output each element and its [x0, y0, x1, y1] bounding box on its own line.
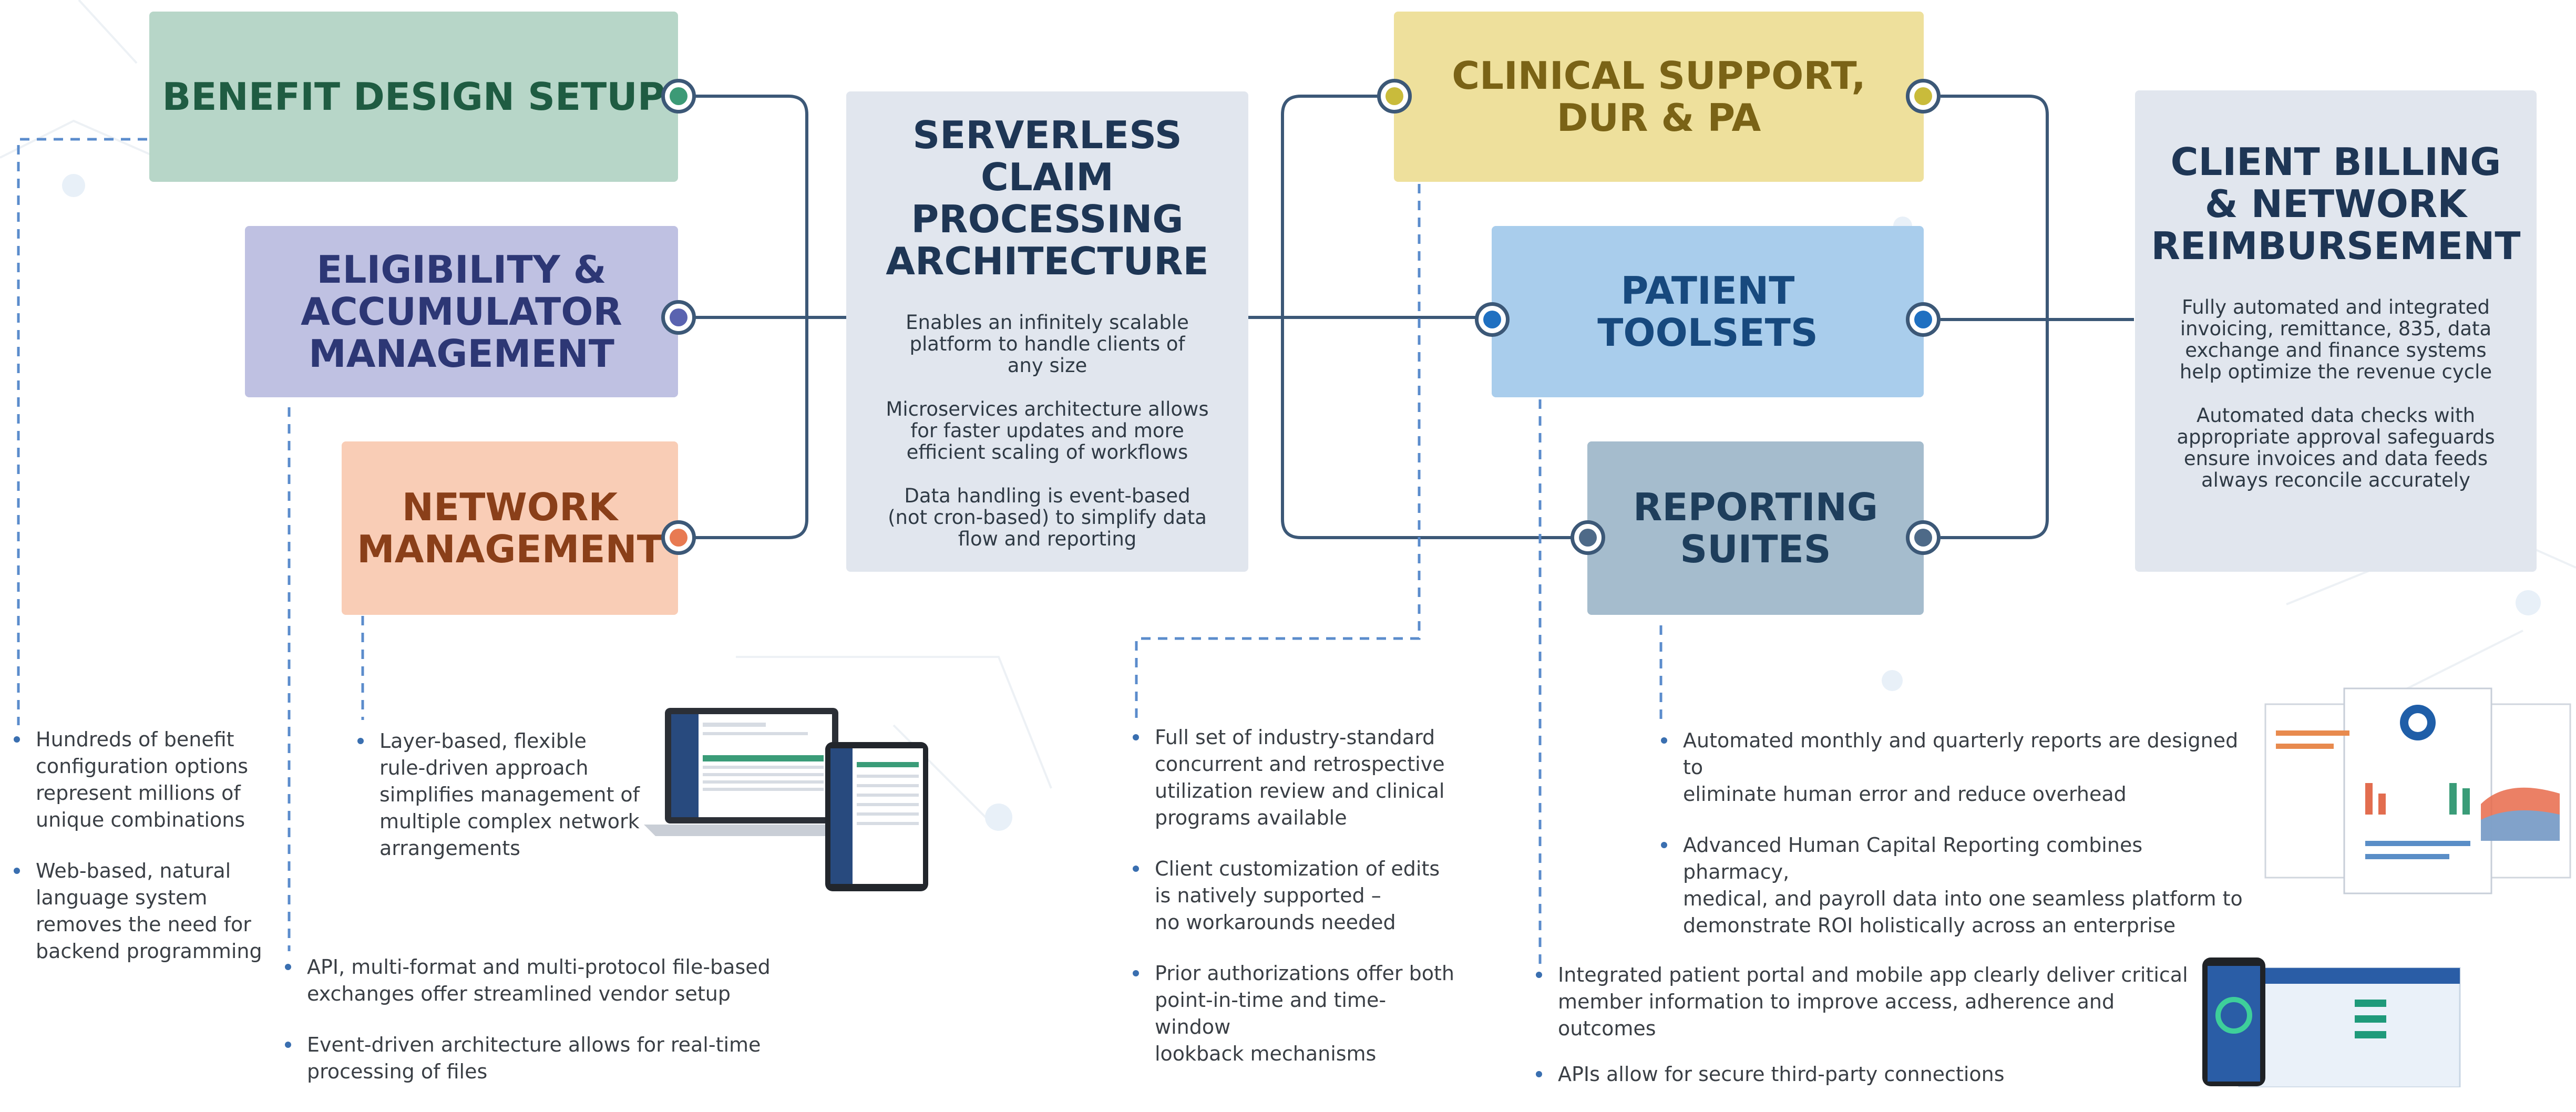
patient-left-connector-node — [1475, 302, 1510, 337]
patient-toolsets-box: PATIENT TOOLSETS — [1492, 226, 1924, 397]
reporting-right-connector-node — [1906, 520, 1941, 555]
list-item: APIs allow for secure third-party connec… — [1536, 1061, 2219, 1088]
laptop-screenshot-icon — [644, 708, 859, 836]
clinical-support-title: CLINICAL SUPPORT, DUR & PA — [1452, 54, 1866, 140]
network-title: NETWORK MANAGEMENT — [357, 485, 663, 571]
reporting-suites-box: REPORTING SUITES — [1587, 441, 1924, 615]
clinical-right-connector-node — [1906, 79, 1941, 114]
reporting-feature-list: Automated monthly and quarterly reports … — [1661, 727, 2250, 963]
list-item: Event-driven architecture allows for rea… — [285, 1032, 821, 1085]
eligibility-feature-list: API, multi-format and multi-protocol fil… — [285, 954, 821, 1109]
client-billing-point: Automated data checks with appropriate a… — [2177, 404, 2495, 491]
eligibility-connector-node — [661, 300, 696, 335]
clinical-left-connector-node — [1377, 79, 1412, 114]
architecture-point: Data handling is event-based (not cron-b… — [888, 484, 1207, 550]
patient-right-connector-node — [1906, 302, 1941, 337]
list-item: Automated monthly and quarterly reports … — [1661, 727, 2250, 808]
list-item: Prior authorizations offer both point-in… — [1133, 960, 1459, 1067]
tablet-screenshot-icon — [825, 742, 928, 891]
report-pages-icon — [2264, 687, 2571, 894]
benefit-design-box: BENEFIT DESIGN SETUP — [149, 12, 678, 182]
eligibility-title: ELIGIBILITY & ACCUMULATOR MANAGEMENT — [301, 248, 622, 376]
architecture-point: Microservices architecture allows for fa… — [886, 397, 1209, 464]
benefit-feature-list: Hundreds of benefit configuration option… — [14, 726, 266, 989]
architecture-point: Enables an infinitely scalable platform … — [906, 311, 1189, 377]
architecture-title: SERVERLESS CLAIM PROCESSING ARCHITECTURE — [886, 112, 1209, 283]
client-billing-box: CLIENT BILLING & NETWORK REIMBURSEMENT F… — [2135, 90, 2537, 572]
patient-toolsets-title: PATIENT TOOLSETS — [1597, 269, 1818, 355]
architecture-box: SERVERLESS CLAIM PROCESSING ARCHITECTURE… — [846, 91, 1248, 572]
eligibility-box: ELIGIBILITY & ACCUMULATOR MANAGEMENT — [245, 226, 678, 397]
clinical-feature-list: Full set of industry-standard concurrent… — [1133, 724, 1459, 1092]
reporting-left-connector-node — [1571, 520, 1605, 555]
reporting-suites-title: REPORTING SUITES — [1633, 485, 1879, 571]
connector-lines — [17, 95, 2134, 967]
list-item: API, multi-format and multi-protocol fil… — [285, 954, 821, 1007]
list-item: Integrated patient portal and mobile app… — [1536, 962, 2219, 1042]
benefit-connector-node — [661, 79, 696, 114]
network-box: NETWORK MANAGEMENT — [342, 441, 678, 615]
mobile-app-icon — [2202, 957, 2461, 1087]
patient-feature-list: Integrated patient portal and mobile app… — [1536, 962, 2219, 1112]
network-feature-list: Layer-based, flexible rule-driven approa… — [357, 728, 652, 886]
list-item: Full set of industry-standard concurrent… — [1133, 724, 1459, 831]
client-billing-title: CLIENT BILLING & NETWORK REIMBURSEMENT — [2151, 140, 2521, 268]
client-billing-point: Fully automated and integrated invoicing… — [2179, 296, 2492, 383]
list-item: Hundreds of benefit configuration option… — [14, 726, 266, 833]
list-item: Web-based, natural language system remov… — [14, 858, 266, 965]
clinical-support-box: CLINICAL SUPPORT, DUR & PA — [1394, 12, 1924, 182]
list-item: Advanced Human Capital Reporting combine… — [1661, 832, 2250, 939]
benefit-design-title: BENEFIT DESIGN SETUP — [162, 75, 665, 119]
list-item: Client customization of edits is nativel… — [1133, 856, 1459, 936]
list-item: Layer-based, flexible rule-driven approa… — [357, 728, 652, 862]
network-connector-node — [661, 520, 696, 555]
